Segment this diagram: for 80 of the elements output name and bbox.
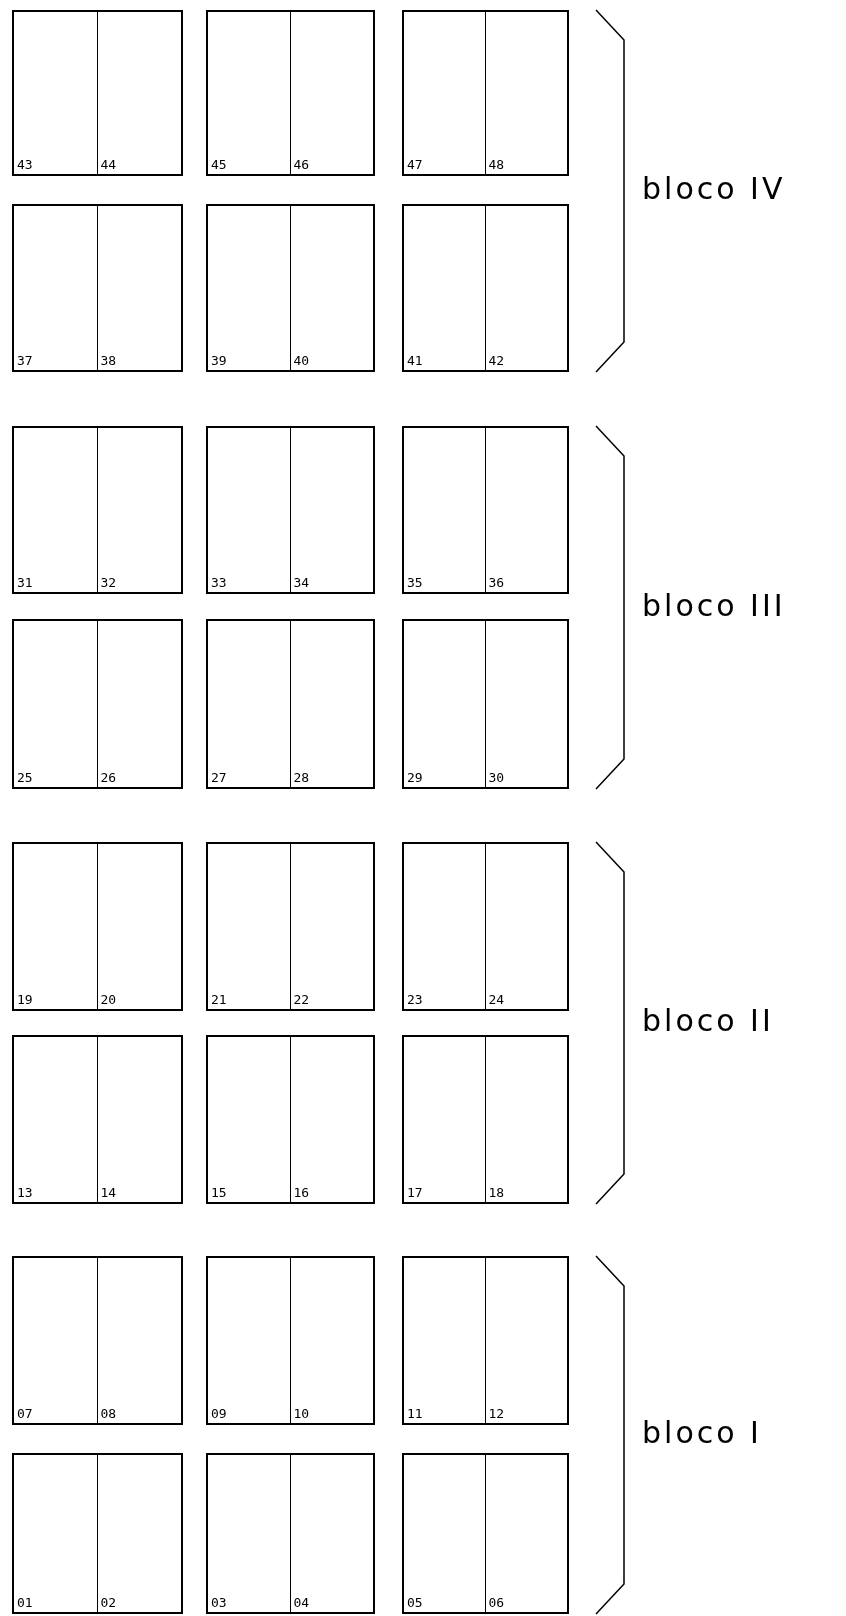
- plot-number: 10: [293, 1406, 310, 1421]
- plot-number: 26: [100, 770, 117, 785]
- subplot: [404, 12, 486, 174]
- plot-number: 21: [211, 992, 227, 1007]
- subplot: [404, 206, 486, 370]
- plot-box: [12, 204, 183, 372]
- plot-box: [206, 204, 375, 372]
- plot-number: 46: [293, 157, 310, 172]
- plot-number: 03: [211, 1595, 227, 1610]
- plot-number: 09: [211, 1406, 227, 1421]
- plot-box: [402, 619, 569, 789]
- plot-box: [12, 1256, 183, 1425]
- plot-number: 36: [488, 575, 505, 590]
- plot-number: 16: [293, 1185, 310, 1200]
- plot-box: [12, 426, 183, 594]
- block-label: bloco IV: [642, 171, 786, 206]
- plot-box: [206, 1453, 375, 1614]
- plot-number: 42: [488, 353, 505, 368]
- plot-number: 08: [100, 1406, 117, 1421]
- plot-number: 01: [17, 1595, 33, 1610]
- plot-number: 38: [100, 353, 117, 368]
- subplot: [208, 12, 291, 174]
- plot-number: 44: [100, 157, 117, 172]
- plot-number: 31: [17, 575, 33, 590]
- plot-box: [12, 1453, 183, 1614]
- plot-box: [206, 1256, 375, 1425]
- plot-number: 32: [100, 575, 117, 590]
- block-label: bloco II: [642, 1003, 774, 1038]
- plot-box: [206, 1035, 375, 1204]
- plot-box: [206, 619, 375, 789]
- plot-number: 18: [488, 1185, 505, 1200]
- plot-number: 37: [17, 353, 33, 368]
- plot-number: 48: [488, 157, 505, 172]
- plot-number: 12: [488, 1406, 505, 1421]
- plot-number: 19: [17, 992, 33, 1007]
- plot-box: [402, 1453, 569, 1614]
- plot-box: [402, 1035, 569, 1204]
- plot-number: 17: [407, 1185, 423, 1200]
- plot-number: 40: [293, 353, 310, 368]
- block-label: bloco I: [642, 1415, 762, 1450]
- plot-number: 45: [211, 157, 227, 172]
- block-label: bloco III: [642, 587, 786, 623]
- plot-number: 47: [407, 157, 423, 172]
- plot-number: 34: [293, 575, 310, 590]
- plot-number: 23: [407, 992, 423, 1007]
- plot-number: 04: [293, 1595, 310, 1610]
- plot-number: 13: [17, 1185, 33, 1200]
- plot-number: 14: [100, 1185, 117, 1200]
- plot-box: [12, 10, 183, 176]
- plot-box: [12, 619, 183, 789]
- plot-box: [206, 426, 375, 594]
- plot-number: 30: [488, 770, 505, 785]
- plot-number: 25: [17, 770, 33, 785]
- plot-number: 02: [100, 1595, 117, 1610]
- plot-number: 43: [17, 157, 33, 172]
- subplot: [14, 12, 98, 174]
- plot-number: 35: [407, 575, 423, 590]
- plot-number: 22: [293, 992, 310, 1007]
- plot-box: [402, 1256, 569, 1425]
- plot-box: [12, 842, 183, 1011]
- plot-number: 33: [211, 575, 227, 590]
- plot-number: 07: [17, 1406, 33, 1421]
- plot-number: 24: [488, 992, 505, 1007]
- plot-number: 29: [407, 770, 423, 785]
- plot-number: 41: [407, 353, 423, 368]
- plot-box: [402, 204, 569, 372]
- plot-number: 06: [488, 1595, 505, 1610]
- plot-box: [206, 842, 375, 1011]
- plot-number: 20: [100, 992, 117, 1007]
- plot-number: 11: [407, 1406, 423, 1421]
- plot-number: 05: [407, 1595, 423, 1610]
- plot-box: [402, 842, 569, 1011]
- plot-number: 39: [211, 353, 227, 368]
- plot-box: [402, 10, 569, 176]
- plot-number: 28: [293, 770, 310, 785]
- plot-number: 27: [211, 770, 227, 785]
- plot-box: [206, 10, 375, 176]
- plot-number: 15: [211, 1185, 227, 1200]
- plot-box: [12, 1035, 183, 1204]
- plot-box: [402, 426, 569, 594]
